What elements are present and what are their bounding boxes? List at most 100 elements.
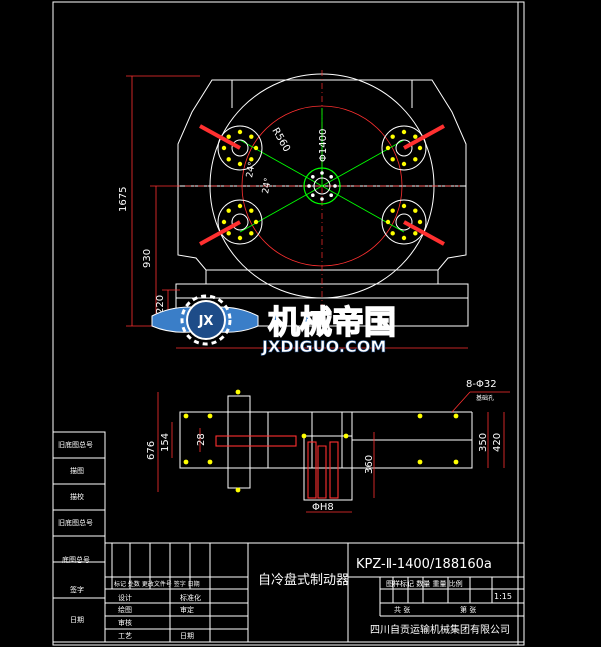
label-approve: 审定 [180, 605, 194, 614]
stamp-3: 旧底图总号 [58, 518, 93, 527]
caliper-bolt [226, 231, 231, 236]
stamp-1: 描图 [70, 466, 84, 475]
dim-phi1400: Φ1400 [318, 129, 329, 162]
caliper-bolt [413, 134, 418, 139]
caliper-bolt [249, 157, 254, 162]
caliper-bolt [226, 208, 231, 213]
caliper-bolt [390, 231, 395, 236]
dim-154: 154 [160, 433, 171, 452]
caliper-bolt [417, 145, 423, 151]
caliper-body [217, 125, 263, 171]
dim-r560: R560 [269, 126, 292, 154]
caliper-bolt [253, 145, 259, 151]
caliper-unit [381, 124, 445, 171]
info-header: 图样标记 数量 重量 比例 [386, 579, 463, 588]
side-dimension-lines [157, 391, 510, 513]
caliper-piston [231, 139, 249, 157]
drawing-name: 自冷盘式制动器 [258, 572, 349, 588]
caliper-arm [199, 220, 241, 246]
caliper-piston [231, 213, 249, 231]
sheet-number: 第 张 [460, 605, 476, 614]
caliper-piston [395, 139, 413, 157]
dim-angle-24a: 24° [245, 161, 258, 178]
title-block [104, 542, 525, 643]
caliper-bolt [249, 208, 254, 213]
dim-angle-24b: 24° [261, 177, 274, 194]
caliper-bolt [221, 219, 227, 225]
side-bolts [183, 389, 459, 493]
scale-value: 1:15 [494, 592, 512, 601]
gear-teeth-icon [180, 294, 232, 346]
caliper-arm [199, 124, 241, 150]
dim-350: 350 [478, 433, 489, 452]
caliper-bolt [237, 129, 243, 135]
caliper-bolt [401, 129, 407, 135]
dim-420: 420 [492, 433, 503, 452]
hub-bolt [307, 184, 311, 188]
company-name: 四川自贡运输机械集团有限公司 [370, 623, 510, 636]
dim-220: 220 [155, 295, 166, 314]
hub-bolt [329, 193, 333, 197]
stamp-4: 底图总号 [62, 555, 90, 564]
friction-pads [215, 435, 339, 499]
outer-border [52, 1, 525, 646]
stamp-6: 日期 [70, 616, 84, 624]
label-drawing: 绘图 [118, 605, 132, 614]
hub-bolt [320, 171, 324, 175]
label-process: 工艺 [118, 632, 132, 640]
label-standard: 标准化 [180, 593, 201, 602]
side-view [157, 389, 510, 513]
dim-360: 360 [364, 455, 375, 474]
caliper-unit [199, 124, 263, 171]
caliper-bolt [413, 231, 418, 236]
dim-1675: 1675 [118, 187, 129, 212]
caliper-bolt [401, 235, 407, 241]
title-block-text: KPZ-Ⅱ-1400/188160a 自冷盘式制动器 四川自贡运输机械集团有限公… [114, 557, 512, 640]
hub-bolt [311, 175, 315, 179]
caliper-body [381, 125, 427, 171]
gear-badge-icon [186, 300, 226, 340]
vertical-dimensions [126, 75, 200, 327]
caliper-bolt [237, 161, 243, 167]
caliper-bolt [226, 157, 231, 162]
dim-676: 676 [146, 441, 157, 460]
label-design: 设计 [118, 593, 132, 602]
dim-bolt-note: 基础孔 [476, 394, 494, 402]
caliper-bolt [401, 203, 407, 209]
hub-bore [313, 177, 331, 195]
hub-bolt [311, 193, 315, 197]
stamp-5: 签字 [70, 585, 84, 594]
watermark-url: JXDIGUO.COM [261, 337, 386, 356]
caliper-bolt [249, 134, 254, 139]
caliper-bolt [413, 157, 418, 162]
caliper-unit [199, 199, 263, 246]
caliper-arm [403, 220, 445, 246]
sheet-total: 共 张 [394, 605, 410, 614]
hub-bolt [333, 184, 337, 188]
dim-bolt-holes: 8-Φ32 [466, 379, 497, 390]
caliper-bolt [253, 219, 259, 225]
side-body [179, 395, 473, 501]
stamp-0: 旧底图总号 [58, 440, 93, 449]
hub-bolt [329, 175, 333, 179]
caliper-bolt [226, 134, 231, 139]
left-stamp-text: 旧底图总号 描图 描校 旧底图总号 底图总号 签字 日期 [58, 440, 93, 624]
label-check: 审核 [118, 618, 132, 627]
caliper-bolt [221, 145, 227, 151]
caliper-body [381, 199, 427, 245]
caliper-bolt [385, 219, 391, 225]
caliper-piston [395, 213, 413, 231]
caliper-bolt [390, 157, 395, 162]
front-view [126, 70, 469, 349]
caliper-bolt [237, 235, 243, 241]
caliper-unit [381, 199, 445, 246]
left-stamp-column [52, 431, 106, 643]
caliper-bolt [237, 203, 243, 209]
caliper-units [199, 124, 445, 246]
caliper-bolt [249, 231, 254, 236]
badge-letters: JX [198, 314, 214, 329]
caliper-bolt [390, 134, 395, 139]
watermark-title: 机械帝国 [268, 303, 396, 341]
drawing-code: KPZ-Ⅱ-1400/188160a [356, 557, 492, 572]
